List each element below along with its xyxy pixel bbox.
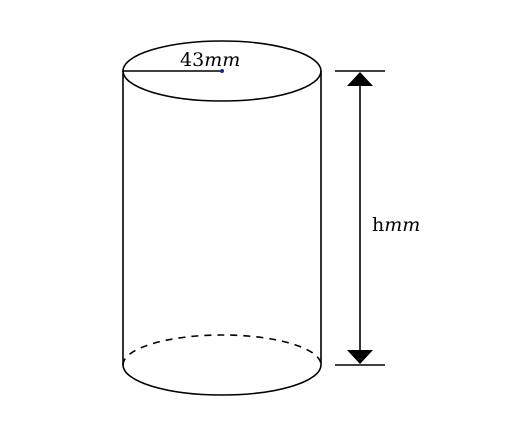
- height-arrowhead-bottom: [347, 350, 373, 364]
- cylinder-bottom-back-arc: [122, 334, 322, 366]
- cylinder-bottom-front-arc: [122, 364, 322, 396]
- radius-label: 43mm: [180, 49, 240, 71]
- radius-value: 43: [180, 49, 204, 71]
- height-unit: mm: [384, 214, 420, 236]
- center-point: [220, 69, 224, 73]
- height-arrowhead-top: [347, 72, 373, 86]
- height-value: h: [372, 214, 384, 236]
- radius-unit: mm: [204, 49, 240, 71]
- height-label: hmm: [372, 214, 420, 236]
